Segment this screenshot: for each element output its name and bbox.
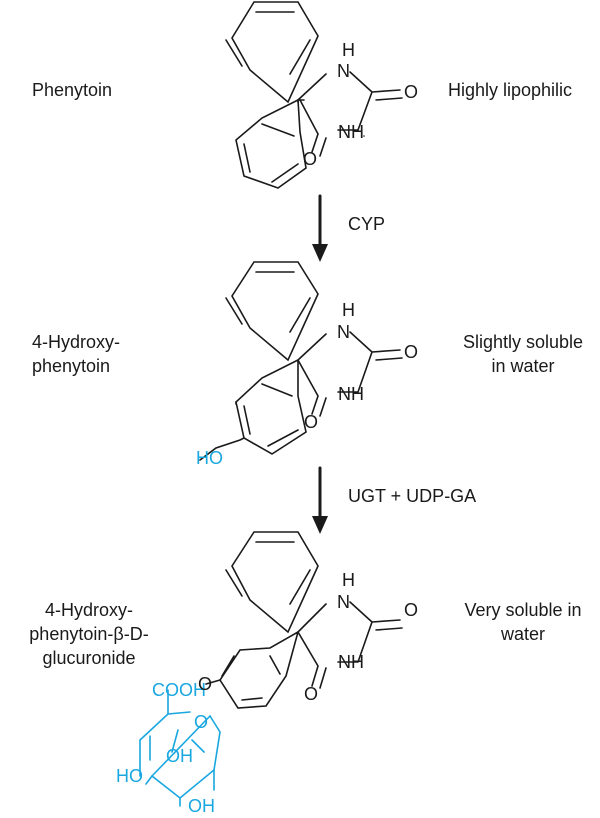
atom-hydroxy: HO (196, 448, 223, 468)
name-line: 4-Hydroxy- (32, 332, 121, 352)
atom-h: H (342, 300, 355, 320)
property-line: Slightly soluble (462, 332, 584, 352)
atom-o: O (304, 412, 318, 432)
property-line: Highly lipophilic (448, 80, 573, 100)
name-line: phenytoin (32, 356, 111, 376)
name-line: phenytoin-β-D- (29, 624, 149, 644)
glucuronide-ring: COOH O O OH HO OH (116, 674, 221, 816)
atom-o: O (404, 600, 418, 620)
structure-glucuronide: H N O O NH COOH O O OH HO OH (116, 531, 418, 816)
atom-oh-ring: OH (166, 746, 193, 766)
compound-name-glucuronide: 4-Hydroxy- phenytoin-β-D- glucuronide (0, 598, 178, 670)
compound-name-phenytoin: Phenytoin (32, 78, 112, 102)
compound-name-hydroxyphenytoin: 4-Hydroxy- phenytoin (32, 330, 120, 378)
step-label-cyp: CYP (348, 214, 386, 234)
atom-o: O (404, 342, 418, 362)
atom-o: O (304, 684, 318, 704)
structure-phenytoin: H N O O NH (225, 1, 418, 189)
structure-hydroxyphenytoin: HO H N O O NH (196, 261, 418, 468)
arrowhead (312, 244, 328, 262)
atom-n: N (337, 61, 350, 81)
atom-n: N (337, 322, 350, 342)
name-line: 4-Hydroxy- (44, 600, 133, 620)
atom-o: O (303, 149, 317, 169)
bond-lines (225, 1, 319, 104)
property-line: Very soluble in (464, 600, 582, 620)
atom-nh: NH (338, 384, 364, 404)
property-hydroxyphenytoin: Slightly soluble in water (452, 330, 594, 378)
step-label-ugt: UGT + UDP-GA (348, 486, 477, 506)
property-line: in water (491, 356, 555, 376)
atom-o-ring: O (194, 712, 208, 732)
name-line: Phenytoin (32, 80, 113, 100)
property-glucuronide: Very soluble in water (452, 598, 594, 646)
arrowhead (312, 516, 328, 534)
atom-oh-bottom: OH (188, 796, 215, 816)
property-phenytoin: Highly lipophilic (448, 78, 572, 102)
atom-nh: NH (338, 652, 364, 672)
atom-o: O (404, 82, 418, 102)
property-line: water (500, 624, 545, 644)
atom-h: H (342, 40, 355, 60)
atom-h: H (342, 570, 355, 590)
atom-n: N (337, 592, 350, 612)
atom-nh: NH (338, 122, 364, 142)
atom-cooh: COOH (152, 680, 206, 700)
name-line: glucuronide (42, 648, 136, 668)
atom-ho-left: HO (116, 766, 143, 786)
reaction-arrow-1 (312, 194, 328, 262)
reaction-arrow-2 (312, 466, 328, 534)
atom-o-glycosidic: O (198, 674, 212, 694)
